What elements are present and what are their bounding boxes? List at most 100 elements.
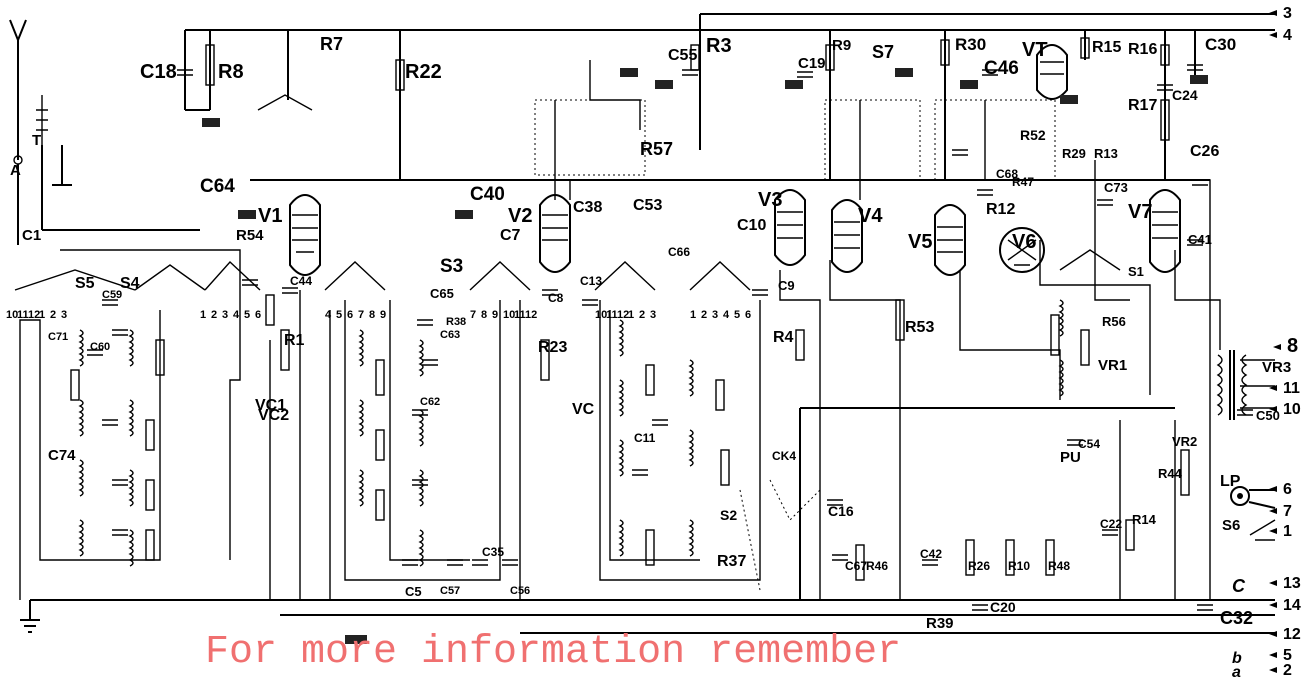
label-lp: LP [1220, 473, 1241, 490]
switch-position-number: 2 [639, 309, 645, 321]
valve-v3 [774, 189, 806, 266]
resistor-body [145, 479, 155, 511]
switch-position-number: 1 [200, 309, 206, 321]
capacitor-plates [112, 529, 128, 536]
capacitor-plates [112, 329, 128, 336]
terminal-arrow [1269, 10, 1277, 16]
capacitor-plates [752, 289, 768, 296]
label-vc1: VC1 [255, 397, 286, 414]
resistor-body [1050, 314, 1060, 356]
label-v1: V1 [258, 205, 282, 227]
capacitor-plates [977, 189, 993, 196]
capacitor-plates [682, 69, 698, 76]
edge-label-c: C [1232, 576, 1246, 596]
resistor-body [1160, 99, 1170, 141]
capacitor-plates [502, 559, 518, 566]
chassis-ground-marks [202, 68, 1208, 644]
label-c10: C10 [737, 217, 766, 234]
resistor-body [395, 59, 405, 91]
label-c16: C16 [828, 503, 854, 519]
valve-v2 [539, 194, 571, 273]
resistor-body [1180, 449, 1190, 496]
switch-position-number: 7 [358, 309, 364, 321]
capacitor-plates [1187, 239, 1203, 246]
label-v3: V3 [758, 189, 782, 211]
wire [19, 310, 161, 600]
label-c35: C35 [482, 545, 504, 559]
switch-position-number: 9 [380, 309, 386, 321]
capacitor-plates [827, 499, 843, 506]
switch-wafer-s2 [594, 261, 751, 291]
resistor-body [965, 539, 975, 576]
capacitor-plates [582, 299, 598, 306]
switch-position-number: 1 [690, 309, 696, 321]
valve-v5 [934, 204, 966, 276]
resistor-body [375, 429, 385, 461]
resistor-body [375, 489, 385, 521]
label-c1: C1 [22, 227, 41, 244]
output-terminal-6: 6 [1283, 481, 1292, 498]
resistor-body [645, 529, 655, 566]
label-c9: C9 [778, 278, 795, 293]
capacitor-plates [1187, 64, 1203, 71]
terminal-arrow [1269, 602, 1277, 608]
switch-position-number: 4 [325, 309, 332, 321]
label-r12: R12 [986, 201, 1015, 218]
label-r17: R17 [1128, 97, 1157, 114]
switch-position-number: 11 [514, 309, 526, 321]
label-r14: R14 [1132, 512, 1157, 527]
switch-position-number: 3 [61, 309, 67, 321]
loudspeaker-lp [1230, 486, 1276, 509]
label-c22: C22 [1100, 517, 1122, 531]
resistor-body [265, 294, 275, 326]
label-r52: R52 [1020, 127, 1046, 143]
label-c19: C19 [798, 55, 826, 72]
label-r7: R7 [320, 34, 343, 54]
wire [389, 300, 470, 561]
label-r8: R8 [218, 61, 244, 83]
terminal-arrow [1273, 344, 1281, 350]
bottom-rails [30, 179, 1275, 634]
output-terminal-12: 12 [1283, 626, 1301, 643]
valve-vt [1036, 44, 1068, 100]
circuit-detail [19, 37, 1276, 611]
terminal-arrow [1269, 32, 1277, 38]
label-c8: C8 [548, 291, 564, 305]
output-terminal-3: 3 [1283, 5, 1292, 22]
terminal-arrow [1269, 385, 1277, 391]
label-c60: C60 [90, 341, 110, 353]
earth-terminal-label: T [32, 132, 41, 149]
output-terminal-2: 2 [1283, 662, 1292, 678]
label-c53: C53 [633, 197, 662, 214]
resistor-body [1080, 329, 1090, 366]
label-r15: R15 [1092, 39, 1121, 56]
switch-position-number: 1 [628, 309, 634, 321]
switch-position-number: 11 [606, 309, 618, 321]
capacitor-plates [112, 479, 128, 486]
switch-position-number: 2 [701, 309, 707, 321]
valve-v4 [831, 199, 863, 273]
coil-winding [128, 399, 134, 437]
label-r23: R23 [538, 339, 567, 356]
capacitor-plates [632, 469, 648, 476]
label-s3: S3 [440, 256, 463, 277]
label-c26: C26 [1190, 143, 1219, 160]
valve-v6 [999, 227, 1045, 273]
label-c67: C67 [845, 559, 867, 573]
wire [769, 479, 821, 521]
label-c24: C24 [1172, 87, 1198, 103]
capacitor-plates [242, 279, 258, 286]
wire [1249, 519, 1276, 536]
label-r38: R38 [446, 316, 466, 328]
label-c46: C46 [984, 58, 1019, 79]
edge-label-b: b [1232, 650, 1242, 667]
output-transformer [1216, 350, 1248, 420]
terminal-arrow [1269, 508, 1277, 514]
label-r37: R37 [717, 553, 746, 570]
label-r26: R26 [968, 559, 990, 573]
label-r56: R56 [1102, 314, 1126, 329]
capacitor-plates [1197, 604, 1213, 611]
coil-winding [128, 329, 134, 367]
capacitor-plates [282, 287, 298, 294]
